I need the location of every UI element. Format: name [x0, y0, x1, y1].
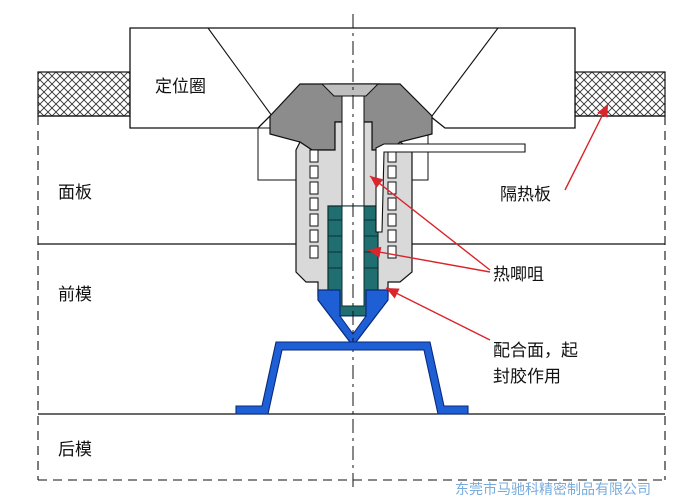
arrow-mating — [385, 287, 491, 341]
heater-coil-left — [309, 149, 319, 259]
arrow-insulation — [564, 103, 609, 191]
heater-coil-right — [387, 149, 397, 259]
thermocouple-wire — [375, 143, 526, 233]
arrow-nozzle-1 — [369, 175, 491, 271]
label-face-plate: 面板 — [58, 183, 92, 203]
label-locating-ring: 定位圈 — [155, 77, 206, 97]
label-mating-line1: 配合面，起 — [493, 341, 578, 361]
label-front-mold: 前模 — [58, 285, 92, 305]
label-mating-line2: 封胶作用 — [493, 367, 561, 387]
molded-part — [235, 341, 469, 415]
insulation-plate-right — [574, 71, 666, 117]
label-hot-nozzle: 热唧咀 — [493, 265, 544, 285]
insulation-plate-left — [37, 71, 131, 117]
label-insulation-plate: 隔热板 — [500, 185, 551, 205]
label-rear-mold: 后模 — [58, 440, 92, 460]
watermark: 东莞市马驰科精密制品有限公司 — [455, 481, 651, 498]
arrow-nozzle-2 — [367, 246, 491, 273]
